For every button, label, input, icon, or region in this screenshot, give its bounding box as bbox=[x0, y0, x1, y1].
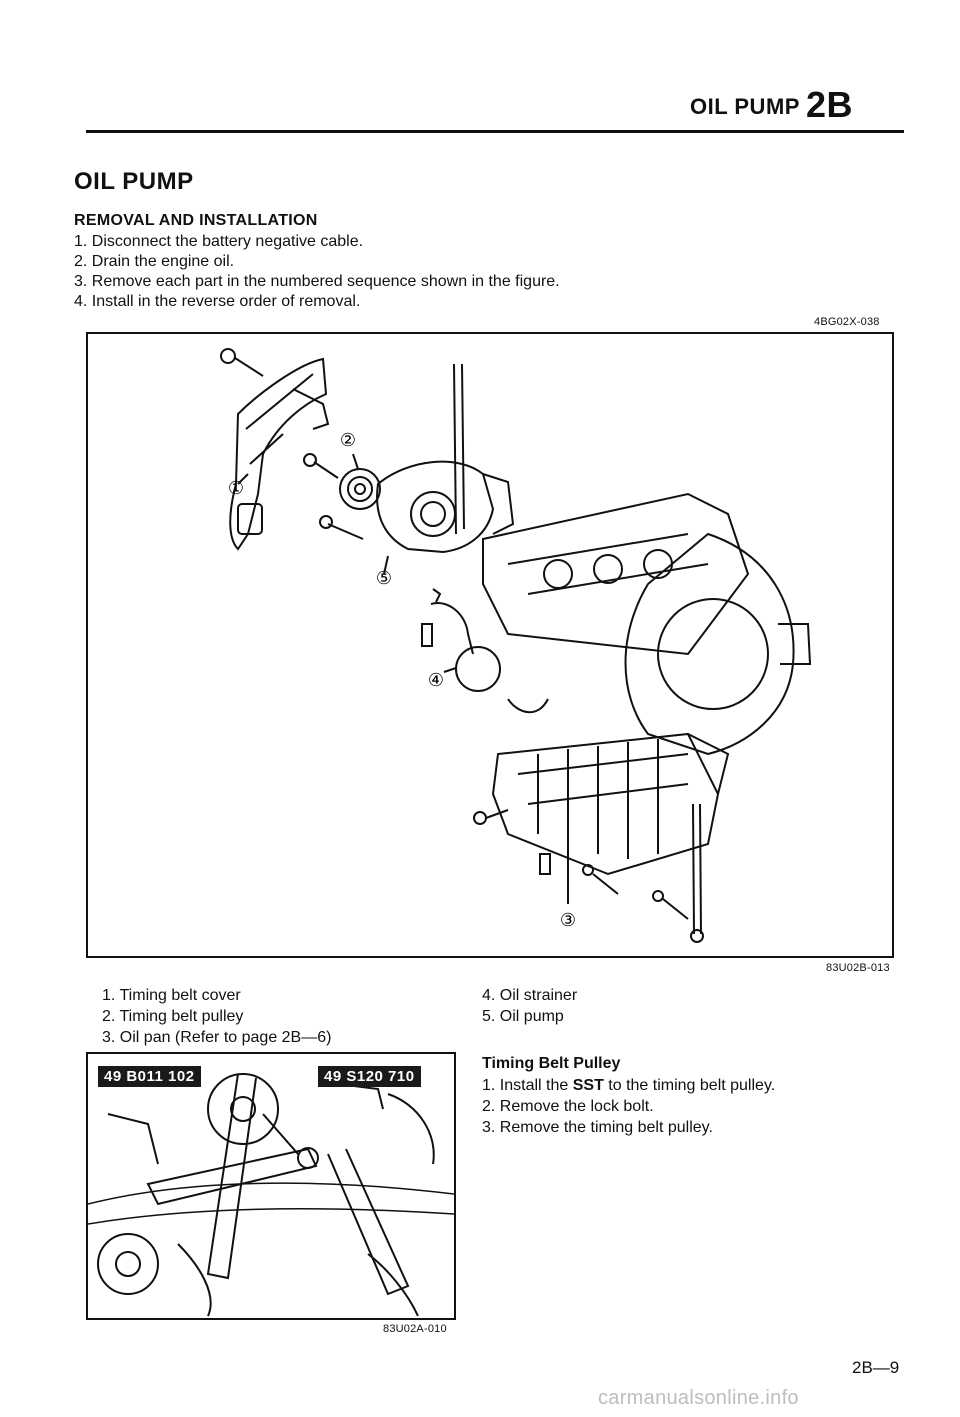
timing-belt-pulley-steps: 1. Install the SST to the timing belt pu… bbox=[482, 1075, 775, 1138]
sst-label-1: 49 B011 102 bbox=[98, 1066, 201, 1087]
callout-1: ① bbox=[228, 478, 244, 499]
tbp-step-1-pre: 1. Install the bbox=[482, 1077, 573, 1094]
sst-figure: 49 B011 102 49 S120 710 bbox=[86, 1052, 456, 1320]
header-rule bbox=[86, 130, 904, 133]
part-item: 3. Oil pan (Refer to page 2B—6) bbox=[102, 1029, 332, 1046]
main-figure: ① ② ③ ④ ⑤ bbox=[86, 332, 894, 958]
tbp-step-1: 1. Install the SST to the timing belt pu… bbox=[482, 1075, 775, 1096]
removal-title: REMOVAL AND INSTALLATION bbox=[74, 212, 318, 229]
part-item: 5. Oil pump bbox=[482, 1008, 564, 1025]
removal-step: 2. Drain the engine oil. bbox=[74, 253, 235, 270]
header-title-text: OIL PUMP bbox=[690, 94, 800, 119]
tbp-step-3: 3. Remove the timing belt pulley. bbox=[482, 1119, 713, 1136]
removal-step: 3. Remove each part in the numbered sequ… bbox=[74, 273, 560, 290]
callout-5: ⑤ bbox=[376, 568, 392, 589]
parts-list-left: 1. Timing belt cover 2. Timing belt pull… bbox=[102, 985, 331, 1048]
tbp-step-1-sst: SST bbox=[572, 1077, 604, 1094]
watermark: carmanualsonline.info bbox=[598, 1387, 799, 1409]
figure-code-top: 4BG02X-038 bbox=[814, 316, 880, 328]
figure-code-main: 83U02B-013 bbox=[826, 962, 890, 974]
section-title: OIL PUMP bbox=[74, 168, 194, 195]
removal-steps: 1. Disconnect the battery negative cable… bbox=[74, 232, 560, 312]
sst-drawing bbox=[87, 1073, 455, 1317]
tbp-step-1-post: to the timing belt pulley. bbox=[603, 1077, 776, 1094]
timing-belt-pulley-title: Timing Belt Pulley bbox=[482, 1055, 621, 1072]
removal-step: 1. Disconnect the battery negative cable… bbox=[74, 233, 364, 250]
exploded-view-drawing: ① ② ③ ④ ⑤ bbox=[220, 348, 812, 943]
removal-step: 4. Install in the reverse order of remov… bbox=[74, 293, 361, 310]
header-section-number: 2B bbox=[805, 84, 853, 125]
part-item: 4. Oil strainer bbox=[482, 987, 578, 1004]
parts-list-right: 4. Oil strainer 5. Oil pump bbox=[482, 985, 577, 1027]
part-item: 1. Timing belt cover bbox=[102, 987, 241, 1004]
callout-4: ④ bbox=[428, 670, 444, 691]
figure-code-small: 83U02A-010 bbox=[383, 1323, 447, 1335]
callout-2: ② bbox=[340, 430, 356, 451]
part-item: 2. Timing belt pulley bbox=[102, 1008, 244, 1025]
sst-label-2: 49 S120 710 bbox=[318, 1066, 421, 1087]
callout-3: ③ bbox=[560, 910, 576, 931]
page-number: 2B—9 bbox=[852, 1358, 900, 1377]
tbp-step-2: 2. Remove the lock bolt. bbox=[482, 1098, 654, 1115]
